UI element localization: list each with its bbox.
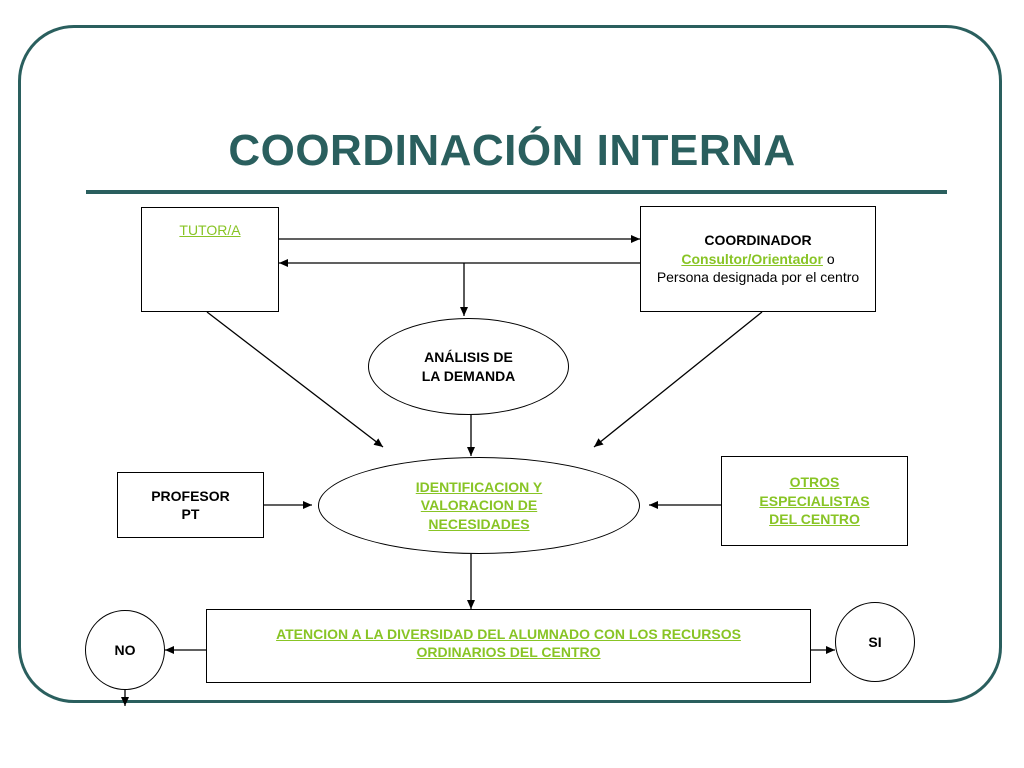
- page-title: COORDINACIÓN INTERNA: [228, 126, 796, 175]
- profesor-line2: PT: [181, 506, 200, 522]
- identificacion-line1[interactable]: IDENTIFICACION Y: [415, 478, 543, 495]
- profesor-box: PROFESOR PT: [117, 472, 264, 538]
- consultor-orientador-link[interactable]: Consultor/Orientador: [681, 250, 823, 267]
- tutor-box: TUTOR/A: [141, 207, 279, 312]
- identificacion-line2[interactable]: VALORACION DE: [420, 497, 538, 514]
- coordinador-connector: o: [822, 250, 835, 267]
- coordinador-box: COORDINADOR Consultor/Orientador o Perso…: [640, 206, 876, 312]
- arrow-coordinador-to-identificacion: [593, 311, 763, 448]
- identificacion-line3[interactable]: NECESIDADES: [428, 515, 530, 532]
- title-divider: [86, 190, 947, 194]
- si-label: SI: [868, 633, 882, 650]
- no-circle: NO: [85, 610, 165, 690]
- identificacion-ellipse: IDENTIFICACION Y VALORACION DE NECESIDAD…: [318, 457, 640, 554]
- coordinador-heading: COORDINADOR: [704, 232, 812, 249]
- atencion-line2[interactable]: ORDINARIOS DEL CENTRO: [416, 644, 601, 661]
- otros-box: OTROS ESPECIALISTAS DEL CENTRO: [721, 456, 908, 546]
- analisis-line1: ANÁLISIS DE: [424, 349, 513, 366]
- no-label: NO: [114, 641, 136, 658]
- otros-line2[interactable]: ESPECIALISTAS: [759, 492, 870, 509]
- analisis-line2: LA DEMANDA: [421, 367, 516, 384]
- coordinador-line2: Consultor/Orientador o: [681, 250, 834, 268]
- si-circle: SI: [835, 602, 915, 682]
- atencion-box: ATENCION A LA DIVERSIDAD DEL ALUMNADO CO…: [206, 609, 811, 683]
- coordinador-rest: Persona designada por el centro: [656, 269, 860, 286]
- slide-frame: [18, 25, 1002, 703]
- arrow-tutor-to-identificacion: [206, 311, 384, 448]
- analisis-ellipse: ANÁLISIS DE LA DEMANDA: [368, 318, 569, 415]
- otros-line3[interactable]: DEL CENTRO: [769, 511, 860, 528]
- atencion-line1[interactable]: ATENCION A LA DIVERSIDAD DEL ALUMNADO CO…: [276, 626, 741, 642]
- otros-line1[interactable]: OTROS: [789, 474, 840, 491]
- tutor-link[interactable]: TUTOR/A: [179, 222, 241, 238]
- profesor-line1: PROFESOR: [151, 487, 230, 504]
